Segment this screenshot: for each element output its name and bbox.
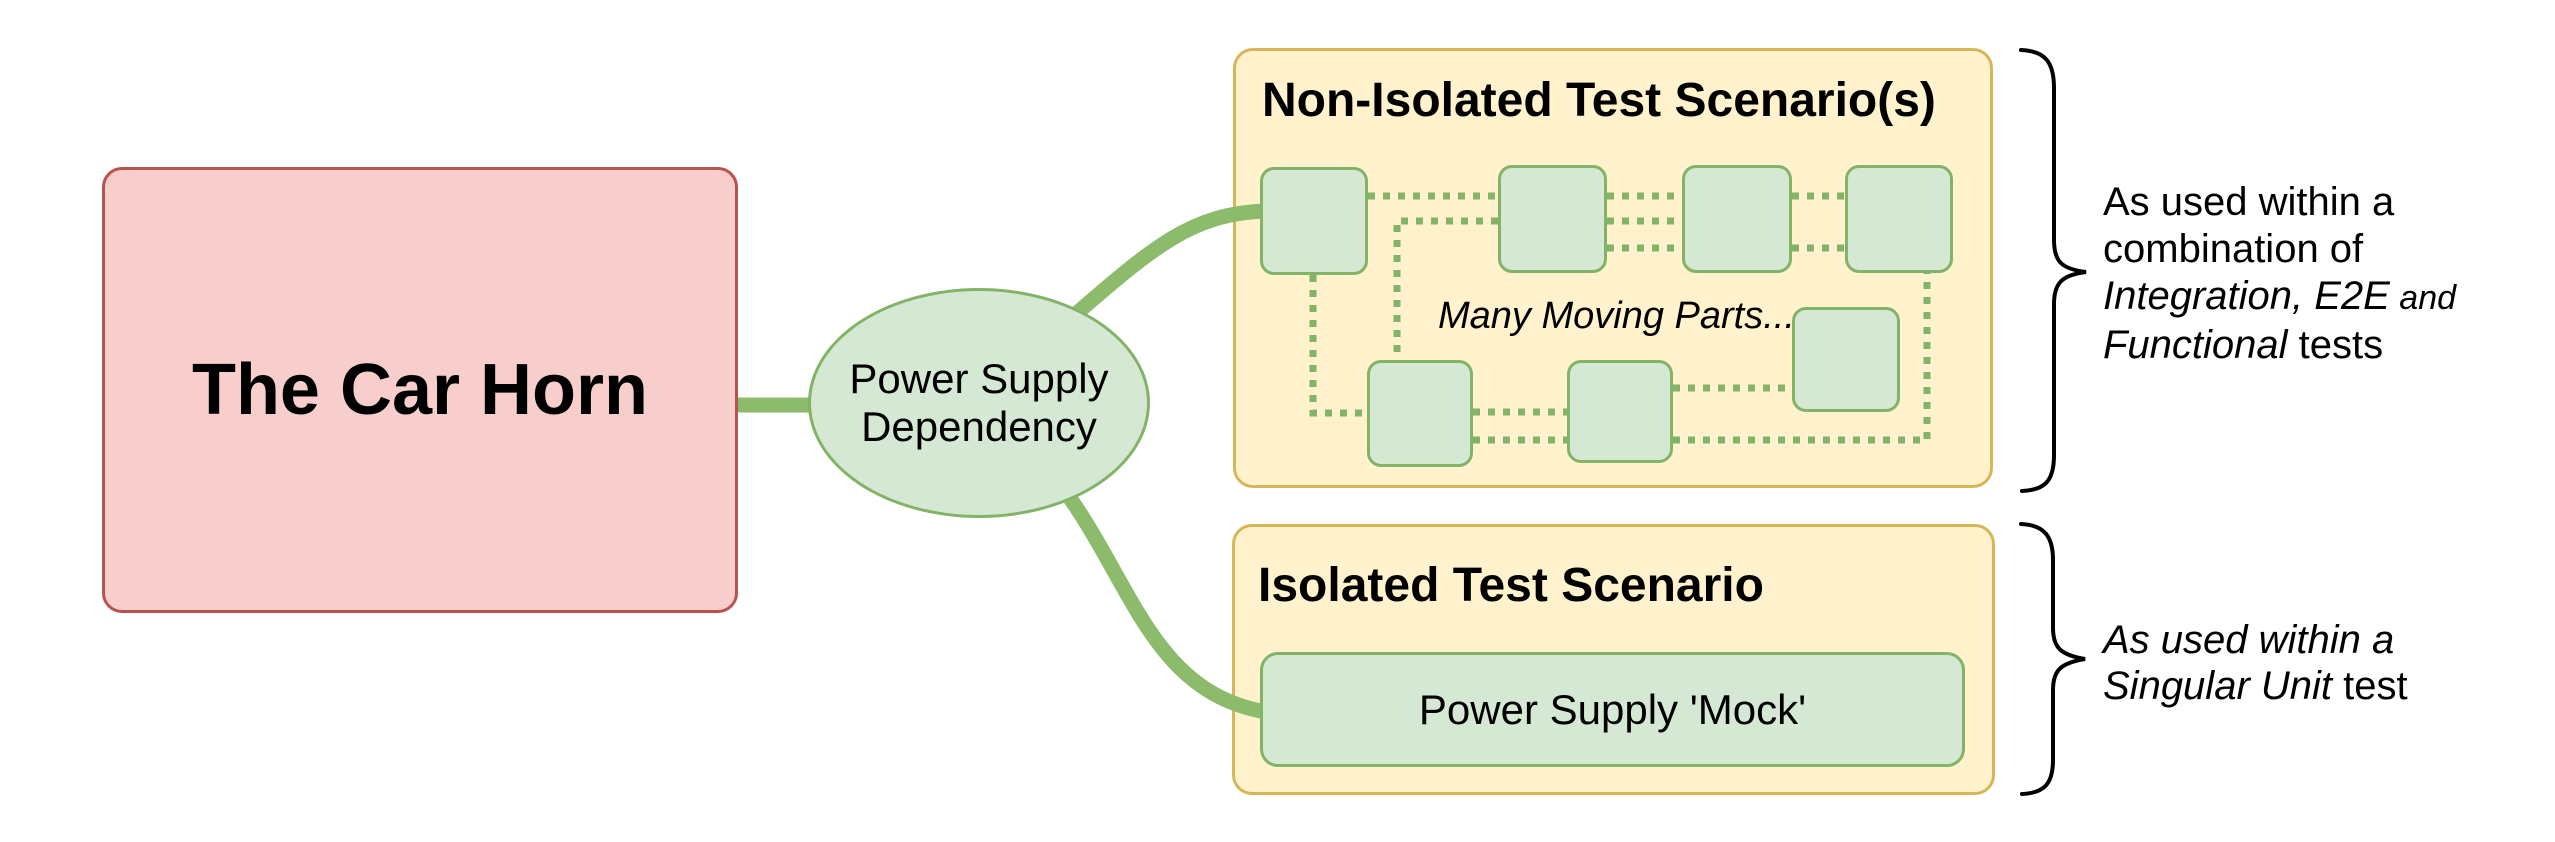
annotation-top-line3: Integration, E2E and [2103, 273, 2456, 322]
dependency-label-line2: Dependency [861, 403, 1097, 450]
annotation-top: As used within a combination of Integrat… [2103, 179, 2456, 369]
annotation-top-line4-italic: Functional [2103, 323, 2288, 367]
annotation-bottom-line2-regular: test [2332, 664, 2408, 708]
component-box [1367, 360, 1473, 467]
annotation-bottom: As used within a Singular Unit test [2103, 617, 2408, 709]
component-box [1567, 360, 1673, 463]
annotation-top-line1: As used within a [2103, 180, 2395, 224]
annotation-top-line4-regular: tests [2287, 323, 2384, 367]
dependency-node: Power Supply Dependency [808, 288, 1150, 518]
isolated-panel-title: Isolated Test Scenario [1258, 559, 1764, 612]
car-horn-node: The Car Horn [102, 167, 738, 613]
power-supply-mock-node: Power Supply 'Mock' [1260, 652, 1965, 767]
component-box [1498, 165, 1607, 273]
car-horn-label: The Car Horn [191, 350, 649, 430]
annotation-bottom-line2-italic: Singular Unit [2103, 664, 2333, 708]
annotation-top-line4: Functional tests [2103, 322, 2456, 369]
annotation-bottom-line2: Singular Unit test [2103, 663, 2408, 709]
component-box [1792, 307, 1900, 412]
brace-top [2019, 48, 2087, 493]
many-moving-parts-caption: Many Moving Parts... [1438, 295, 1795, 337]
component-box [1845, 165, 1953, 273]
component-box [1682, 165, 1792, 273]
brace-bottom [2019, 522, 2086, 796]
component-box [1260, 167, 1368, 275]
annotation-top-line3-and: and [2389, 279, 2457, 317]
non-isolated-panel-title: Non-Isolated Test Scenario(s) [1262, 74, 1936, 127]
dependency-label-line1: Power Supply [849, 355, 1109, 402]
power-supply-mock-label: Power Supply 'Mock' [1418, 685, 1807, 733]
annotation-top-line3-italic: Integration, E2E [2103, 274, 2390, 318]
annotation-bottom-line1: As used within a [2103, 618, 2395, 662]
annotation-top-line2: combination of [2103, 227, 2364, 271]
